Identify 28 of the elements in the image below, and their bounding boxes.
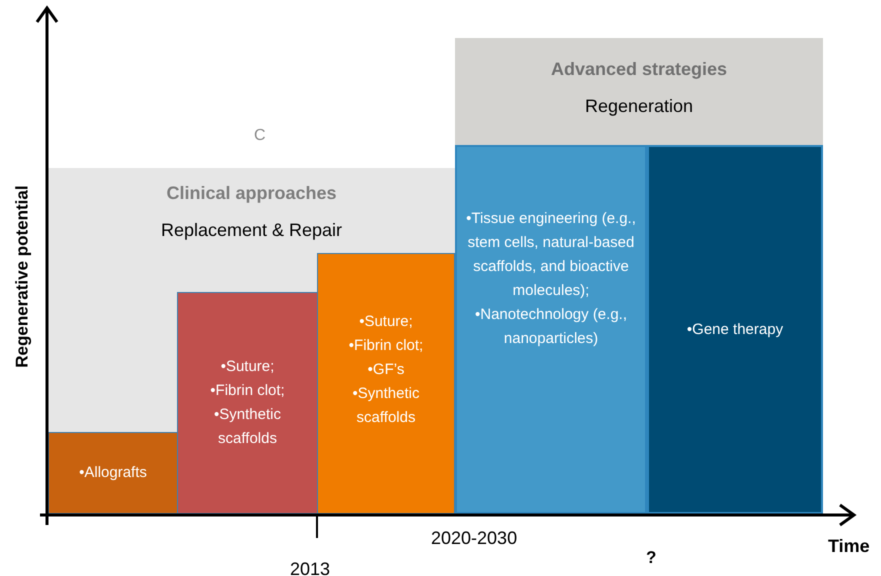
repair-bar xyxy=(317,253,455,514)
year-label: 2020-2030 xyxy=(431,527,518,550)
band-subtitle: Replacement & Repair xyxy=(160,219,342,242)
bar-text: •Fibrin clot; xyxy=(348,336,424,356)
repair-bar xyxy=(177,292,318,514)
band-title: Advanced strategies xyxy=(550,58,728,81)
faint-letter: C xyxy=(254,126,266,146)
bar-text: •GF’s xyxy=(366,360,406,380)
bar-text: •Gene therapy xyxy=(686,320,784,340)
year-label: 2013 xyxy=(290,558,330,576)
bar-text: •Synthetic scaffolds xyxy=(213,405,282,449)
bar-text: •Fibrin clot; xyxy=(209,381,286,401)
band-subtitle: Regeneration xyxy=(584,95,694,118)
bar-text: •Synthetic scaffolds xyxy=(352,384,420,428)
allografts-bar xyxy=(48,432,178,514)
clinical-band xyxy=(48,168,455,514)
bar-text: •Suture; xyxy=(358,312,414,332)
regeneration-bar xyxy=(455,145,647,514)
bar-text: •Allografts xyxy=(78,463,148,483)
bar-text: •Suture; xyxy=(220,357,276,377)
regeneration-bar xyxy=(647,145,823,514)
axis-title: Regenerative potential xyxy=(11,188,32,368)
unknown-label: ? xyxy=(646,547,656,569)
bar-text: •Tissue engineering (e.g., stem cells, natural-based scaffolds, and bioactive molecules); xyxy=(465,209,637,301)
advanced-band xyxy=(455,38,823,145)
axis-title: Time xyxy=(828,535,870,558)
bar-text: •Nanotechnology (e.g., nanoparticles) xyxy=(474,305,628,349)
band-title: Clinical approaches xyxy=(166,182,337,205)
